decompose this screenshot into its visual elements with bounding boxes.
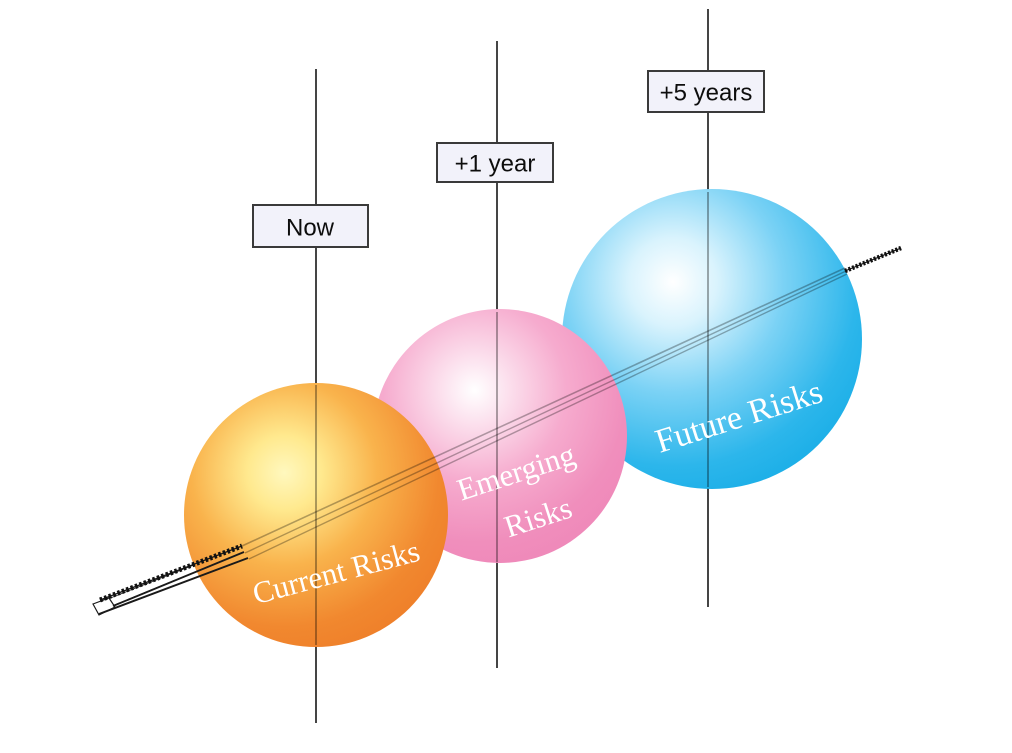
rod-left-bottom-edge <box>98 557 249 615</box>
current-risks-sphere <box>184 383 448 647</box>
plus-1-year-label-box-frame <box>436 142 554 183</box>
rod-right-tip-core <box>844 247 902 272</box>
rod-through-spheres <box>241 267 848 560</box>
now-label-text: Now <box>286 215 335 242</box>
rod-edge-middle <box>244 270 847 554</box>
plus-1-year-label-box: +1 year <box>436 142 554 183</box>
rod-left-middle-edge <box>112 551 245 607</box>
plus-5-years-label-box: +5 years <box>647 70 765 113</box>
rod-left-edges <box>98 543 249 615</box>
now-label-box-frame <box>252 204 369 248</box>
rod-edge-bottom <box>248 273 848 560</box>
rod-edge-top <box>241 267 846 547</box>
now-label-box: Now <box>252 204 369 248</box>
rod-left-top-edge-hatch <box>99 543 243 603</box>
future-risks-sphere <box>562 189 862 489</box>
plus-5-years-label-text: +5 years <box>660 80 753 107</box>
rod-right-tip <box>844 245 902 274</box>
plus-1-year-label-text: +1 year <box>455 151 536 178</box>
plus-5-years-label-box-frame <box>647 70 765 113</box>
